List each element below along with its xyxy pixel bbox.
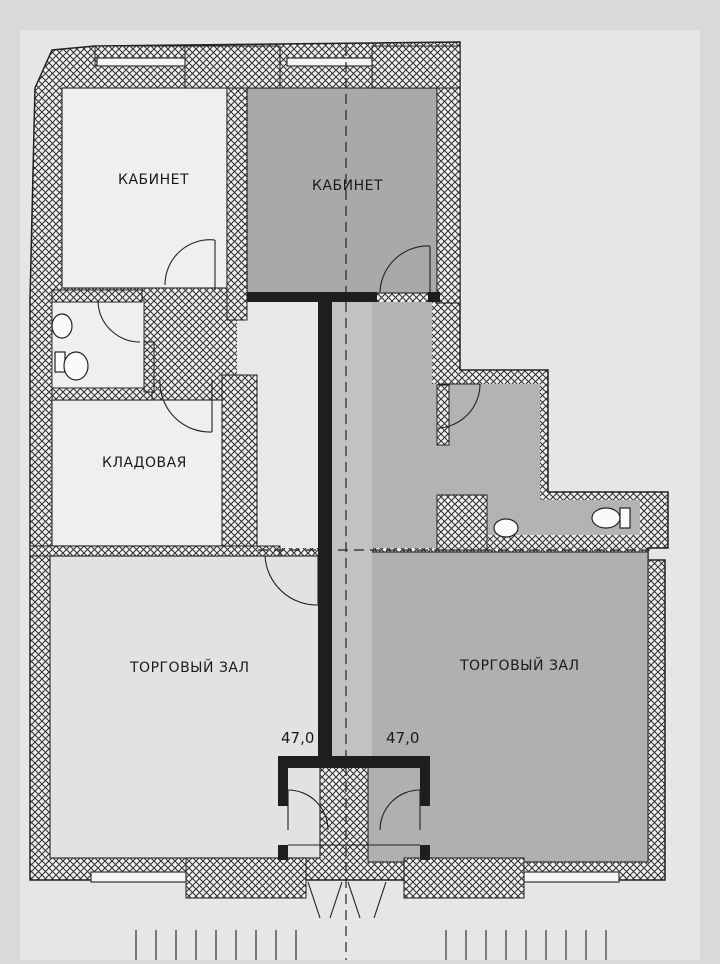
sink-icon xyxy=(493,518,519,538)
corridor-right xyxy=(332,302,640,548)
interior-walls xyxy=(29,45,525,899)
room-label-office-right: КАБИНЕТ xyxy=(312,178,384,194)
windows xyxy=(90,57,620,883)
doors xyxy=(97,239,481,919)
bathroom-left-room xyxy=(51,299,145,389)
room-label-sales-left: ТОРГОВЫЙ ЗАЛ xyxy=(130,660,250,676)
sink-icon xyxy=(51,313,73,339)
room-label-storage: КЛАДОВАЯ xyxy=(102,455,187,471)
room-label-office-left: КАБИНЕТ xyxy=(118,172,190,188)
plumbing-fixtures xyxy=(51,313,631,538)
sales-left-room xyxy=(49,555,321,859)
office-left-room xyxy=(61,87,228,289)
storage-room xyxy=(51,399,225,547)
area-label-right: 47,0 xyxy=(386,729,420,747)
room-label-sales-right: ТОРГОВЫЙ ЗАЛ xyxy=(460,658,580,674)
entrance-steps xyxy=(135,930,607,960)
area-label-left: 47,0 xyxy=(281,729,315,747)
office-right-room xyxy=(246,87,438,294)
heavy-partitions xyxy=(247,292,440,860)
toilet-icon xyxy=(591,507,621,529)
shaded-premises xyxy=(246,87,649,863)
toilet-icon xyxy=(63,351,89,381)
center-strip xyxy=(332,302,372,762)
boundary-lines xyxy=(258,46,650,960)
sales-right-room xyxy=(367,551,649,863)
